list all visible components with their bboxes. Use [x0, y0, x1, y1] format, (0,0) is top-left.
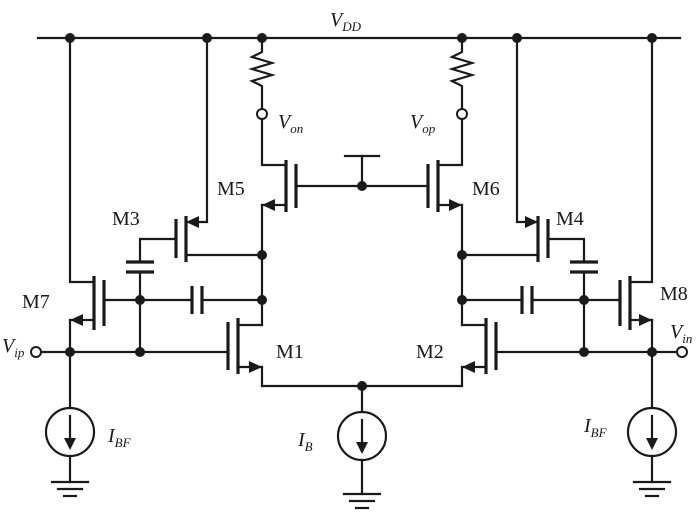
transistor-m2: [460, 318, 680, 388]
vip-terminal: [30, 346, 42, 358]
transistor-m8: [460, 36, 654, 354]
von-terminal: [256, 108, 268, 120]
m1-label: M1: [276, 341, 304, 363]
m4-label: M4: [556, 208, 584, 230]
junction-dot: [135, 295, 145, 305]
ibf-right-label: IBF: [583, 415, 608, 440]
junction-dot: [579, 295, 589, 305]
m6-label: M6: [472, 178, 500, 200]
m3-label: M3: [112, 208, 140, 230]
current-source-ibf-right: [626, 350, 678, 498]
vop-terminal: [456, 108, 468, 120]
current-source-ib: [336, 410, 388, 510]
vin-label: Vin: [670, 321, 692, 346]
transistor-m5: [260, 118, 298, 257]
current-source-ibf-left: [44, 350, 96, 498]
transistor-m7: [68, 36, 264, 354]
vdd-label: VDD: [330, 9, 362, 34]
ib-label: IB: [297, 429, 313, 454]
junction-dot: [579, 347, 589, 357]
m8-label: M8: [660, 283, 688, 305]
vin-terminal: [676, 346, 688, 358]
resistor-right: [448, 36, 476, 110]
resistor-left: [248, 36, 276, 110]
transistor-m3: [126, 36, 264, 354]
vop-label: Vop: [410, 111, 436, 136]
transistor-m6: [426, 118, 464, 257]
m5-label: M5: [217, 178, 245, 200]
junction-dot: [135, 347, 145, 357]
transistor-m4: [460, 36, 598, 354]
ibf-left-label: IBF: [107, 425, 132, 450]
vip-label: Vip: [2, 335, 25, 360]
m2-label: M2: [416, 341, 444, 363]
cascode-gate-bias: [294, 154, 430, 191]
von-label: Von: [278, 111, 303, 136]
m7-label: M7: [22, 291, 50, 313]
